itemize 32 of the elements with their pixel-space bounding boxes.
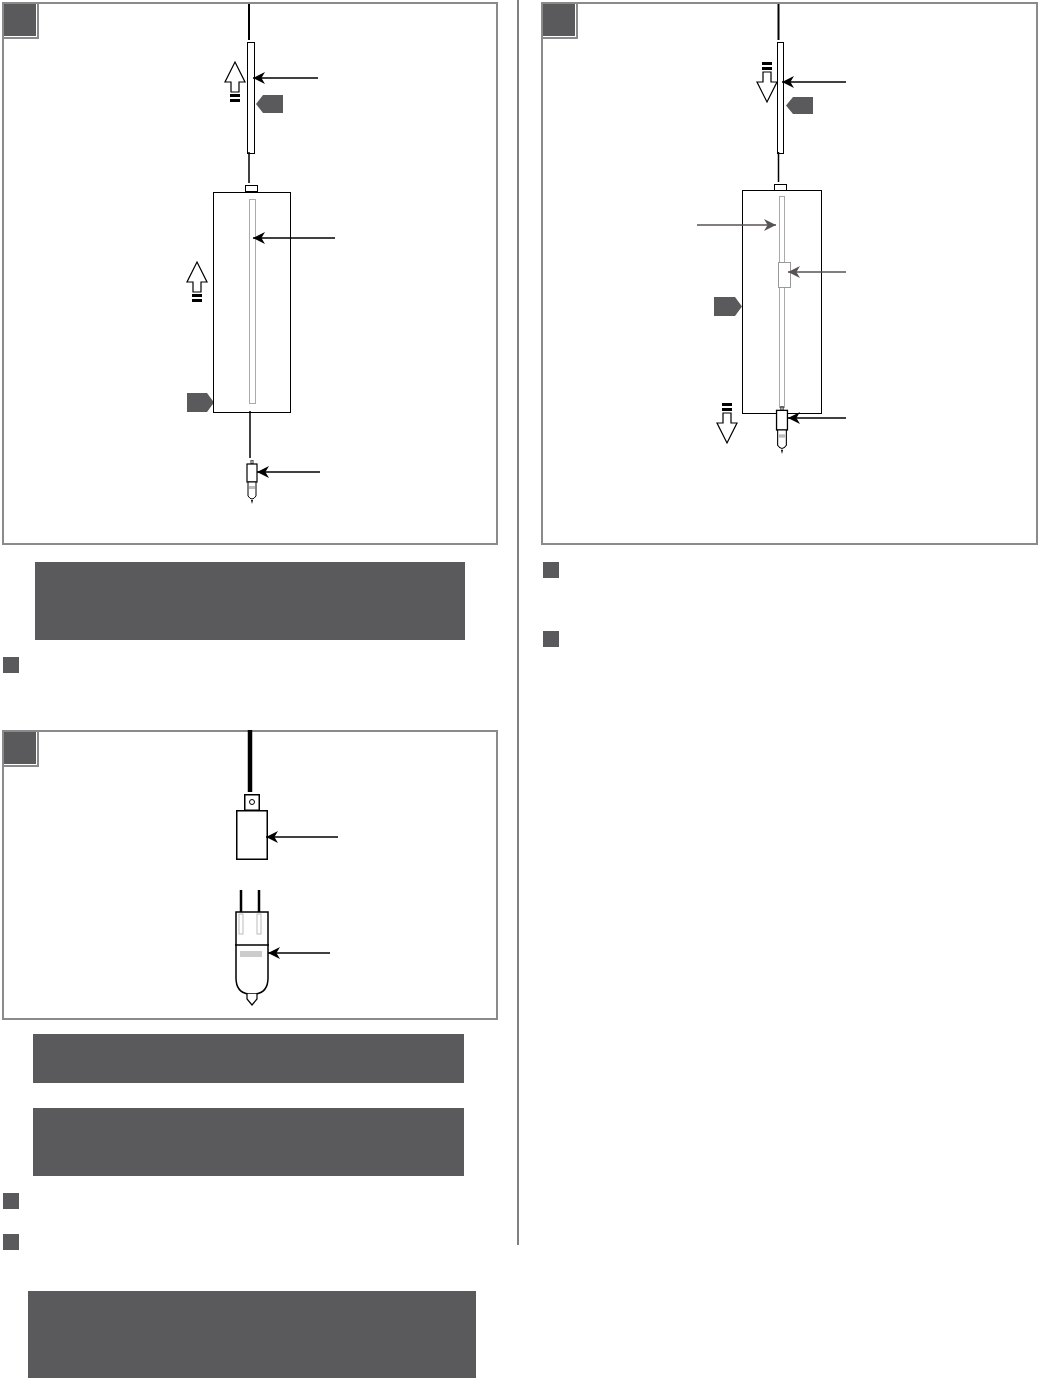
connector xyxy=(244,185,258,192)
leader-line xyxy=(696,219,777,231)
sleeve xyxy=(778,262,791,288)
leader-line xyxy=(265,831,339,843)
note-banner xyxy=(33,1108,464,1176)
cable xyxy=(248,151,250,184)
connector xyxy=(774,184,787,191)
leader-line xyxy=(252,232,336,244)
panel-frame xyxy=(2,2,498,545)
cable xyxy=(247,730,253,792)
tube xyxy=(777,42,784,154)
housing xyxy=(742,190,822,414)
panel-frame xyxy=(541,2,1038,545)
lamp-drawing xyxy=(774,406,790,454)
note-banner xyxy=(33,1034,464,1083)
tube xyxy=(247,42,255,154)
leader-line xyxy=(256,466,321,478)
leader-line xyxy=(252,72,319,84)
plug-lamp-drawing xyxy=(234,888,270,1006)
socket-drawing xyxy=(236,794,268,860)
note-banner xyxy=(28,1291,476,1378)
leader-line xyxy=(781,76,847,88)
housing xyxy=(213,192,291,413)
panel-frame xyxy=(2,730,498,1020)
cable xyxy=(777,151,780,183)
inner-rod xyxy=(249,199,256,404)
leader-line xyxy=(787,412,847,424)
leader-line xyxy=(267,947,331,959)
leader-line xyxy=(787,266,847,278)
note-banner xyxy=(35,562,465,640)
cable xyxy=(249,410,251,459)
lamp-drawing xyxy=(245,460,259,504)
